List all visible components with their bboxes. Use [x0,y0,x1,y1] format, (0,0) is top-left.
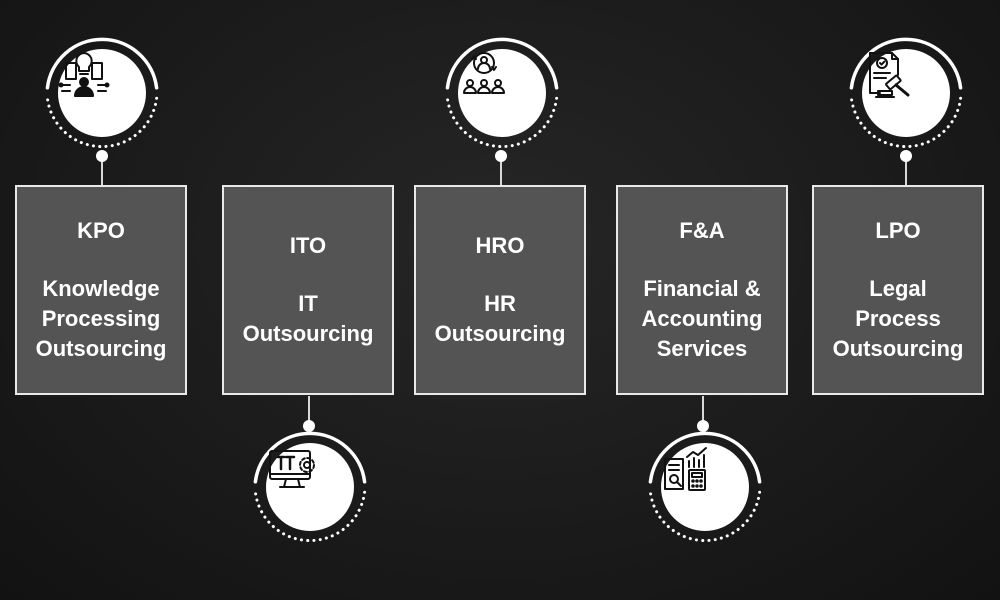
card-hro: HRO HR Outsourcing [414,185,586,395]
card-lpo-abbr: LPO [875,218,921,243]
node-lpo [846,33,966,153]
knowledge-processing-icon [58,49,146,137]
card-kpo-label: Knowledge Processing Outsourcing [35,276,167,361]
connector-ito [308,396,310,424]
connector-lpo [905,156,907,186]
card-kpo: KPO Knowledge Processing Outsourcing [15,185,187,395]
node-ito-dot [303,420,315,432]
connector-hro [500,156,502,186]
legal-gavel-icon [862,49,950,137]
node-fa [645,427,765,547]
card-ito-label: IT Outsourcing [242,291,374,346]
card-hro-abbr: HRO [475,233,525,258]
card-lpo-label: Legal Process Outsourcing [832,276,964,361]
card-kpo-abbr: KPO [77,218,125,243]
card-hro-label: HR Outsourcing [434,291,566,346]
card-ito-abbr: ITO [289,233,327,258]
node-hro [442,33,562,153]
card-fa-label: Financial & Accounting Services [641,276,763,361]
hr-people-icon [458,49,546,137]
node-kpo [42,33,162,153]
finance-calculator-icon [661,443,749,531]
node-lpo-dot [900,150,912,162]
node-fa-dot [697,420,709,432]
card-fa: F&A Financial & Accounting Services [616,185,788,395]
card-lpo: LPO Legal Process Outsourcing [812,185,984,395]
connector-kpo [101,156,103,186]
it-monitor-gear-icon [266,443,354,531]
node-ito [250,427,370,547]
card-ito: ITO IT Outsourcing [222,185,394,395]
node-kpo-dot [96,150,108,162]
connector-fa [702,396,704,424]
node-hro-dot [495,150,507,162]
card-fa-abbr: F&A [679,218,725,243]
